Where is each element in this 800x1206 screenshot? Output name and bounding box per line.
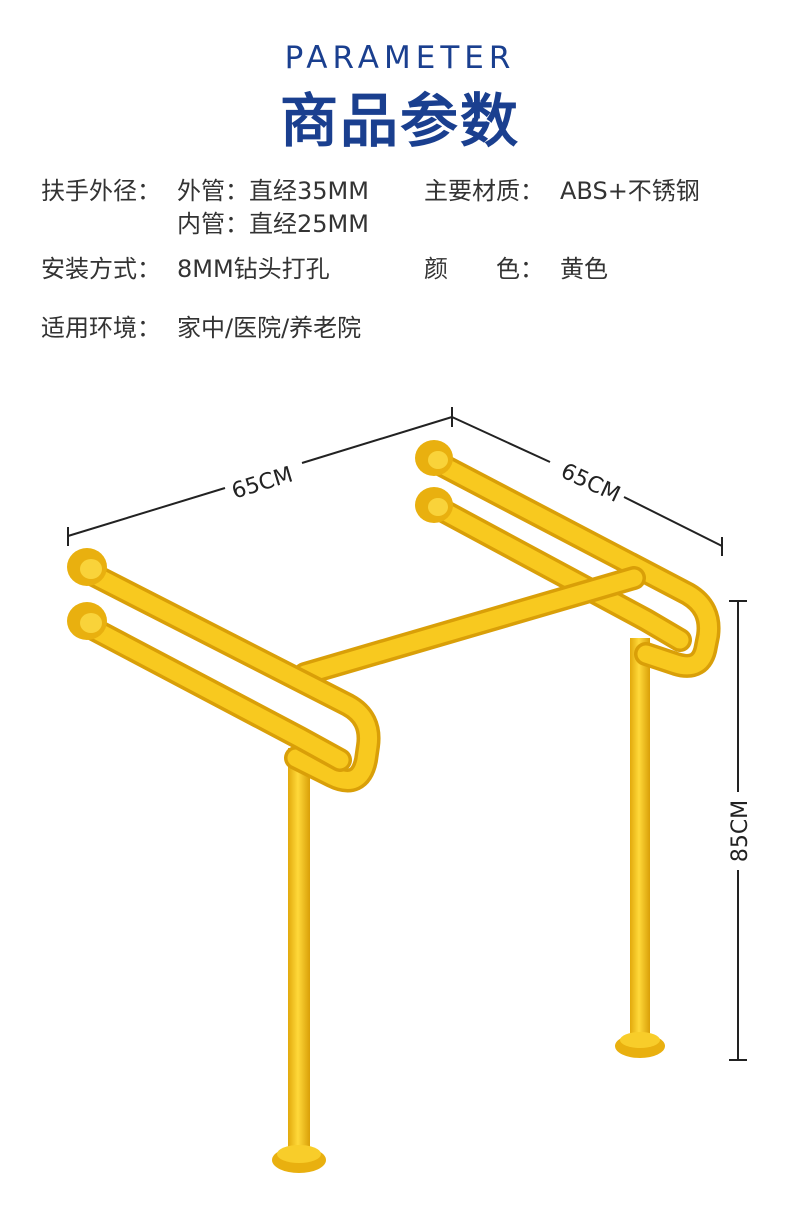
environment-label: 适用环境： xyxy=(41,314,161,342)
crossbar xyxy=(293,566,646,686)
front-rails xyxy=(72,558,381,793)
grab-bar-product-figure: 65CM 65CM 85CM xyxy=(67,407,753,1173)
depth-dimension-line xyxy=(451,407,723,556)
width-label: 65CM xyxy=(229,462,296,504)
depth-label: 65CM xyxy=(557,459,624,508)
color-label: 颜 色： xyxy=(424,255,544,283)
diameter-outer-value: 外管：直经35MM xyxy=(177,177,369,205)
color-value: 黄色 xyxy=(560,255,608,283)
back-rails xyxy=(426,451,721,678)
support-legs xyxy=(272,638,665,1173)
install-label: 安装方式： xyxy=(41,255,161,283)
height-dimension-line xyxy=(729,600,747,1061)
material-label: 主要材质： xyxy=(424,177,544,205)
title-chinese: 商品参数 xyxy=(279,87,520,155)
title-english: PARAMETER xyxy=(284,40,516,76)
environment-value: 家中/医院/养老院 xyxy=(177,314,362,342)
install-value: 8MM钻头打孔 xyxy=(177,255,330,283)
wall-flanges xyxy=(67,440,453,640)
width-dimension-line xyxy=(67,416,453,546)
material-value: ABS+不锈钢 xyxy=(560,177,700,205)
height-label: 85CM xyxy=(728,800,753,862)
diameter-label: 扶手外径： xyxy=(41,177,161,205)
diameter-inner-value: 内管：直经25MM xyxy=(177,210,369,238)
